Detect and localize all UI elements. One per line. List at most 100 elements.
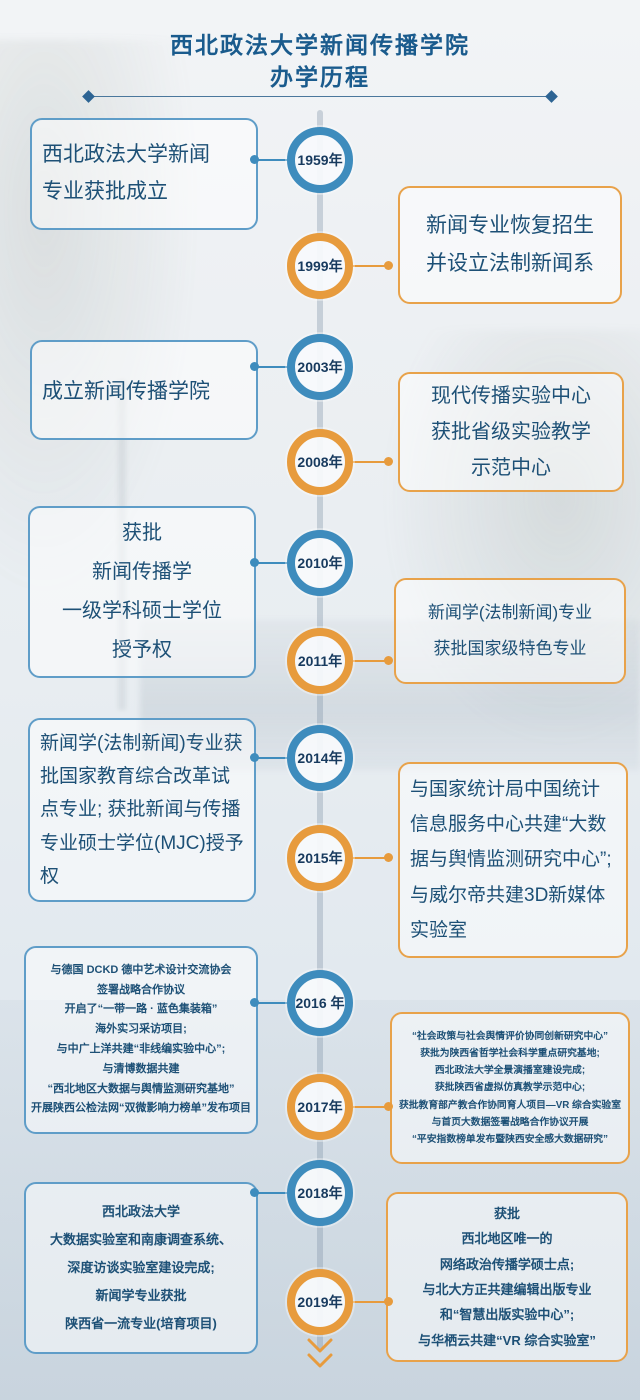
event-text: 与清博数据共建: [102, 1062, 180, 1075]
page-title-line1: 西北政法大学新闻传播学院: [170, 32, 470, 58]
event-text: 与首页大数据签署战略合作协议开展: [431, 1116, 589, 1128]
connector-2017: [353, 1106, 386, 1108]
year-marker-2010: 2010年: [287, 530, 353, 596]
event-text: 西北政法大学新闻: [42, 143, 210, 167]
connector-dot-1959: [250, 155, 259, 164]
connector-dot-2016: [250, 998, 259, 1007]
year-label: 2015年: [297, 850, 343, 866]
event-text: 并设立法制新闻系: [426, 252, 594, 275]
connector-dot-2010: [250, 558, 259, 567]
connector-1959: [258, 159, 287, 161]
year-marker-2011: 2011年: [287, 628, 353, 694]
event-text: 获批陕西省虚拟仿真教学示范中心;: [434, 1082, 586, 1094]
year-label: 2010年: [297, 555, 343, 571]
year-label: 2016 年: [295, 995, 345, 1011]
connector-2003: [258, 366, 287, 368]
event-text: 新闻专业恢复招生: [426, 214, 594, 238]
event-text: 签署战略合作协议: [97, 983, 185, 996]
year-label: 2019年: [297, 1294, 343, 1310]
year-label: 2017年: [297, 1099, 343, 1115]
connector-2016: [258, 1002, 287, 1004]
event-box-2015: 与国家统计局中国统计信息服务中心共建“大数据与舆情监测研究中心”;与威尔帝共建3…: [398, 762, 628, 958]
year-label: 2018年: [297, 1185, 343, 1201]
connector-dot-2003: [250, 362, 259, 371]
connector-dot-2018: [250, 1188, 259, 1197]
event-text: 和“智慧出版实验中心”;: [439, 1307, 575, 1323]
year-marker-2003: 2003年: [287, 334, 353, 400]
event-text: 新闻传播学: [92, 561, 192, 583]
event-box-1959: 西北政法大学新闻 专业获批成立: [30, 118, 258, 230]
event-text: 开展陕西公检法网“双微影响力榜单”发布项目: [31, 1102, 251, 1115]
connector-dot-2015: [384, 853, 393, 862]
connector-dot-2017: [384, 1102, 393, 1111]
event-text: 获批: [493, 1205, 520, 1221]
event-box-1999: 新闻专业恢复招生 并设立法制新闻系: [398, 186, 622, 304]
year-marker-2014: 2014年: [287, 725, 353, 791]
connector-2014: [258, 757, 287, 759]
event-text: 获批教育部产教合作协同育人项目—VR 综合实验室: [398, 1099, 622, 1111]
event-text: 获批: [122, 522, 162, 544]
event-text: “平安指数榜单发布暨陕西安全感大数据研究”: [412, 1133, 608, 1145]
event-box-2008: 现代传播实验中心 获批省级实验教学 示范中心: [398, 372, 624, 492]
event-text: 陕西省一流专业(培育项目): [65, 1315, 217, 1331]
event-text: 海外实习采访项目;: [95, 1023, 187, 1036]
event-text: “社会政策与社会舆情评价协同创新研究中心”: [412, 1031, 608, 1042]
year-label: 2014年: [297, 750, 343, 766]
connector-2015: [353, 857, 386, 859]
event-text: 与国家统计局中国统计信息服务中心共建“大数据与舆情监测研究中心”;与威尔帝共建3…: [410, 779, 612, 941]
event-text: 与德国 DCKD 德中艺术设计交流协会: [50, 963, 232, 976]
event-text: 专业获批成立: [42, 180, 168, 203]
event-text: 新闻学(法制新闻)专业: [427, 603, 593, 623]
year-marker-1999: 1999年: [287, 233, 353, 299]
connector-2018: [258, 1192, 287, 1194]
event-text: “西北地区大数据与舆情监测研究基地”: [47, 1082, 235, 1095]
event-text: 西北政法大学全景演播室建设完成;: [434, 1065, 586, 1077]
year-marker-1959: 1959年: [287, 127, 353, 193]
event-text: 现代传播实验中心: [431, 385, 591, 407]
event-text: 西北政法大学: [101, 1204, 180, 1220]
event-text: 开启了“一带一路 · 蓝色集装箱”: [64, 1003, 218, 1016]
event-box-2011: 新闻学(法制新闻)专业 获批国家级特色专业: [394, 578, 626, 684]
event-text: 获批国家级特色专业: [433, 639, 587, 658]
year-marker-2016: 2016 年: [287, 970, 353, 1036]
event-text: 示范中心: [471, 457, 551, 479]
event-text: 授予权: [112, 639, 172, 661]
event-text: 大数据实验室和南康调查系统、: [49, 1232, 232, 1248]
event-box-2014: 新闻学(法制新闻)专业获批国家教育综合改革试点专业; 获批新闻与传播专业硕士学位…: [28, 718, 256, 902]
connector-2008: [353, 461, 386, 463]
event-box-2018: 西北政法大学 大数据实验室和南康调查系统、 深度访谈实验室建设完成; 新闻学专业…: [24, 1182, 258, 1354]
event-box-2016: 与德国 DCKD 德中艺术设计交流协会 签署战略合作协议 开启了“一带一路 · …: [24, 946, 258, 1134]
year-label: 1999年: [297, 258, 343, 274]
year-label: 2003年: [297, 359, 343, 375]
connector-1999: [353, 265, 386, 267]
page-title-line2: 办学历程: [270, 64, 370, 90]
event-text: 深度访谈实验室建设完成;: [67, 1260, 215, 1276]
connector-dot-2008: [384, 457, 393, 466]
year-label: 1959年: [297, 152, 343, 168]
connector-2019: [353, 1301, 386, 1303]
timeline-arrow-down-icon: [304, 1336, 336, 1379]
event-box-2003: 成立新闻传播学院: [30, 340, 258, 440]
event-text: 一级学科硕士学位: [62, 600, 222, 622]
event-box-2019: 获批 西北地区唯一的 网络政治传播学硕士点; 与北大方正共建编辑出版专业 和“智…: [386, 1192, 628, 1362]
connector-dot-2019: [384, 1297, 393, 1306]
event-text: 网络政治传播学硕士点;: [439, 1256, 575, 1272]
year-marker-2018: 2018年: [287, 1160, 353, 1226]
event-text: 获批为陕西省哲学社会科学重点研究基地;: [420, 1048, 600, 1060]
event-box-2010: 获批 新闻传播学 一级学科硕士学位 授予权: [28, 506, 256, 678]
connector-dot-1999: [384, 261, 393, 270]
year-marker-2019: 2019年: [287, 1269, 353, 1335]
year-marker-2015: 2015年: [287, 825, 353, 891]
event-text: 新闻学专业获批: [95, 1287, 187, 1303]
title-divider: [82, 90, 558, 103]
connector-2011: [353, 660, 386, 662]
event-text: 成立新闻传播学院: [42, 380, 210, 403]
event-text: 获批省级实验教学: [431, 421, 591, 443]
year-marker-2008: 2008年: [287, 429, 353, 495]
connector-dot-2011: [384, 656, 393, 665]
event-box-2017: “社会政策与社会舆情评价协同创新研究中心” 获批为陕西省哲学社会科学重点研究基地…: [390, 1012, 630, 1164]
connector-2010: [258, 562, 287, 564]
year-label: 2011年: [297, 653, 343, 669]
event-text: 与中广上洋共建“非线编实验中心”;: [56, 1043, 226, 1055]
